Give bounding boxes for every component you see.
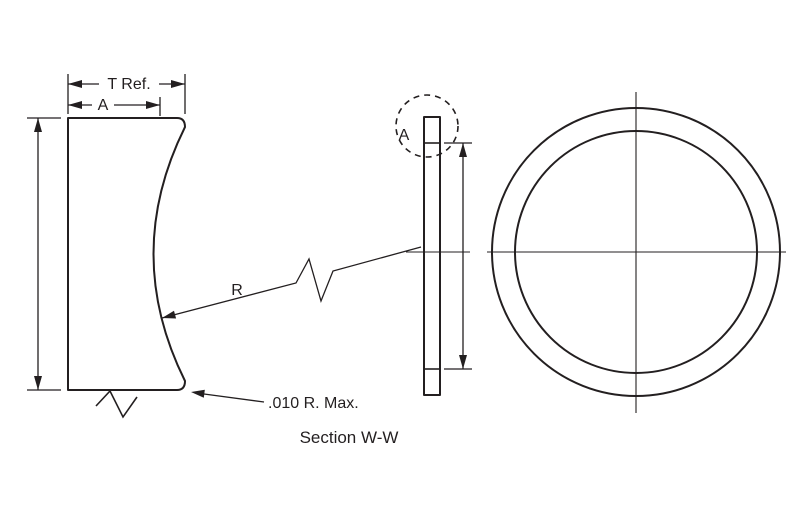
arrowhead-down (34, 376, 42, 390)
detail-label: A (399, 127, 410, 144)
arrowhead (191, 389, 205, 398)
edge-view: A (395, 94, 472, 396)
radius-leader: R (161, 246, 422, 319)
height-dimension (27, 117, 61, 391)
corner-radius-label: .010 R. Max. (268, 395, 359, 412)
arrowhead-left (68, 80, 82, 88)
arrowhead-right (171, 80, 185, 88)
detail-callout-circle (395, 94, 459, 158)
t-ref-dimension: T Ref. (67, 74, 186, 114)
arrowhead (162, 310, 177, 319)
break-symbol (95, 389, 138, 419)
edge-outline (423, 116, 441, 396)
leader-line-with-break (161, 246, 422, 319)
corner-radius-note: .010 R. Max. (191, 389, 359, 412)
arrowhead-down (459, 355, 467, 369)
arrowhead-left (68, 101, 82, 109)
section-caption: Section W-W (300, 428, 399, 447)
front-view (487, 92, 786, 413)
arrowhead-up (34, 118, 42, 132)
t-ref-label: T Ref. (107, 76, 150, 93)
inner-diameter-dimension (444, 142, 472, 370)
radius-label: R (231, 282, 243, 299)
arrowhead-up (459, 143, 467, 157)
detail-callout: A (395, 94, 459, 158)
section-view: T Ref. A R (27, 74, 422, 447)
section-outline (67, 117, 186, 391)
a-dimension: A (68, 97, 161, 116)
arrowhead-right (146, 101, 160, 109)
a-dimension-label: A (98, 97, 109, 114)
leader-line (203, 393, 265, 403)
